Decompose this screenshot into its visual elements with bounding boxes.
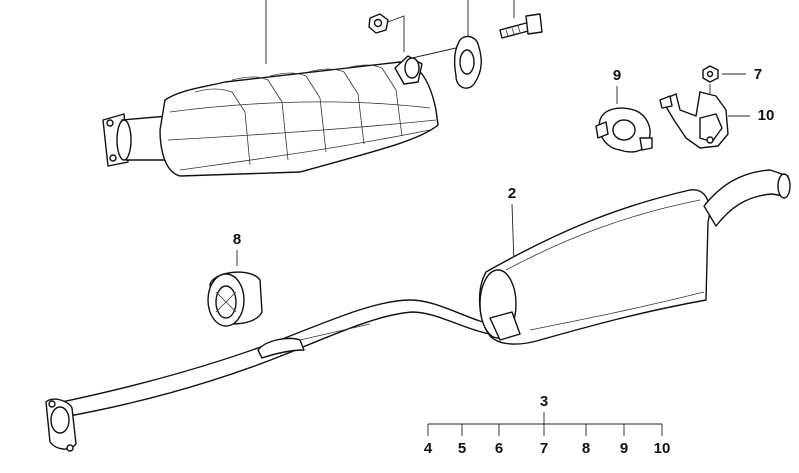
set-child-10: 10 xyxy=(654,440,671,457)
bolt-top xyxy=(499,13,543,39)
set-child-4: 4 xyxy=(424,440,433,457)
hanger-pin xyxy=(257,323,371,359)
rubber-mount-ring xyxy=(207,271,263,327)
gasket-top xyxy=(453,35,482,89)
callout-8-left: 8 xyxy=(233,231,241,248)
rubber-hanger xyxy=(595,107,653,153)
catalytic-converter xyxy=(102,55,439,177)
set-child-5: 5 xyxy=(458,440,466,457)
nut-top xyxy=(368,13,389,34)
set-child-8: 8 xyxy=(582,440,590,457)
set-tree: 3 4 5 6 7 8 9 10 xyxy=(424,393,671,457)
callout-9-top: 9 xyxy=(613,67,621,84)
set-child-6: 6 xyxy=(495,440,503,457)
set-child-9: 9 xyxy=(620,440,628,457)
callout-7-top: 7 xyxy=(754,66,762,83)
callout-10-top: 10 xyxy=(758,107,775,124)
main-silencer xyxy=(45,169,791,452)
exhaust-bracket xyxy=(659,91,729,149)
callout-2: 2 xyxy=(508,185,516,202)
callout-3: 3 xyxy=(540,393,548,410)
nut-bracket xyxy=(702,65,719,83)
set-child-7: 7 xyxy=(540,440,548,457)
